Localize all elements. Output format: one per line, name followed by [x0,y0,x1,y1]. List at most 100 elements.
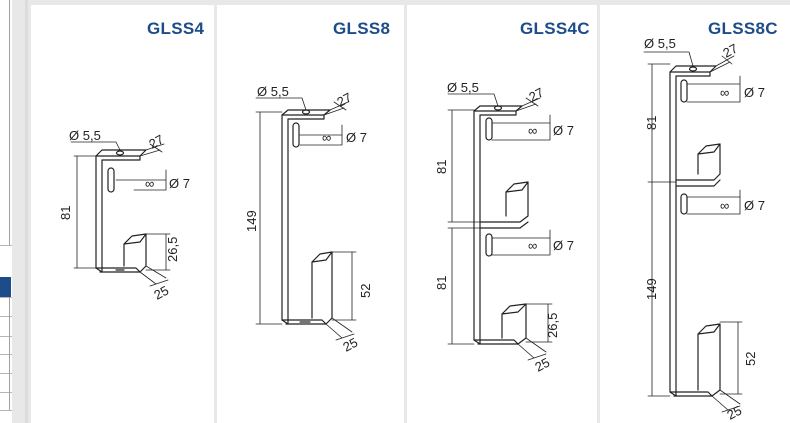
slot-diameter-label: Ø 7 [744,198,765,213]
table-row-line [0,297,12,298]
slot-diameter-label: Ø 7 [553,238,574,253]
dimension-line [139,143,165,157]
dimension-line [325,317,355,341]
bracket-base-edge [669,391,713,397]
bracket-tab [123,233,147,267]
bracket-base-edge [95,267,141,273]
panel-glss4: GLSS4 [31,5,214,423]
mounting-hole [115,150,125,156]
slot-dimension-label: ∞ [145,176,154,191]
dimension-line [255,111,283,325]
bracket-drawing-glss4 [70,141,171,287]
leader-line [255,97,307,111]
dimension-line [323,101,349,116]
dimension-line [73,155,97,269]
mounting-slot [485,233,493,257]
mounting-slot [107,167,115,193]
tab-height-label: 26,5 [165,237,180,262]
bracket-tab [501,303,527,339]
table-border-line [0,245,12,246]
depth-label: 25 [724,403,744,423]
mounting-hole [688,66,698,72]
height-label: 149 [244,210,259,232]
slot-diameter-label: Ø 7 [553,123,574,138]
height-label: 149 [644,278,659,300]
page-divider [25,0,28,423]
dimension-line [139,265,169,287]
left-edge-table-fragment [0,0,12,423]
dimension-line [525,303,553,343]
dimension-line [515,97,541,112]
bracket-base-edge [473,339,519,345]
tab-height-label: 52 [358,284,373,298]
mounting-slot [485,117,493,141]
product-title: GLSS8 [333,19,391,38]
height-label: 81 [434,276,449,290]
height-label: 81 [58,206,73,220]
bracket-tab [505,181,529,217]
mounting-hole [301,109,311,115]
height-label: 81 [644,116,659,130]
depth-label: 25 [340,335,360,355]
dimension-line [299,124,343,146]
bracket-base [673,379,721,397]
dimension-line [447,109,481,345]
depth-label: 25 [532,355,552,375]
dimension-line [517,337,547,361]
hole-diameter-label: Ø 5,5 [644,36,676,51]
dimension-line [145,233,171,271]
dimension-line [491,114,551,141]
bracket-back-plate [669,71,711,397]
bracket-back-plate [473,110,517,345]
hole-diameter-label: Ø 5,5 [257,84,289,99]
table-row-line [0,373,12,374]
mounting-slot [292,122,300,148]
dimension-line [686,75,741,103]
dimension-line [115,169,167,191]
bracket-mid-plate-edge [675,179,721,187]
table-border-line [9,297,10,410]
tab-height-label: 26,5 [545,313,560,338]
slot-diameter-label: Ø 7 [346,130,367,145]
dimension-line [647,63,677,397]
table-border-line [9,0,10,245]
bracket-base [477,329,527,345]
dimension-line [711,389,741,413]
table-row-line [0,316,12,317]
table-row-line [0,354,12,355]
mounting-slot [680,79,688,103]
width-label: 27 [720,41,740,61]
bracket-tab [697,143,721,175]
bracket-mid-plate-edge [479,221,529,229]
dimension-line [686,189,741,215]
table-row-line [0,336,12,337]
bracket-base-edge [281,319,327,325]
bracket-drawing-glss4c [447,93,553,361]
width-label: 27 [526,85,546,105]
dimension-line [331,251,357,321]
bracket-back-plate [95,155,141,273]
dimension-line [719,321,743,395]
product-title: GLSS4C [520,19,590,38]
width-label: 27 [146,132,166,152]
product-title: GLSS4 [147,19,205,38]
bracket-drawing-glss8c [643,51,743,413]
hole-diameter-label: Ø 5,5 [447,80,479,95]
panel-glss4c: GLSS4C [407,5,597,423]
dimension-line [709,55,735,73]
bracket-tab [311,251,333,319]
slot-dimension-label: ∞ [322,130,331,145]
slot-diameter-label: Ø 7 [744,85,765,100]
slot-dimension-label: ∞ [720,85,729,100]
bracket-drawing-glss8 [255,97,357,341]
bracket-base [99,257,147,273]
slot-dimension-label: ∞ [528,123,537,138]
table-row-line [0,410,12,411]
dimension-line [491,229,551,256]
slot-dimension-label: ∞ [528,238,537,253]
panel-glss8: GLSS8 [217,5,404,423]
width-label: 27 [334,90,354,110]
mounting-hole [493,105,503,111]
bracket-tab [697,323,721,391]
